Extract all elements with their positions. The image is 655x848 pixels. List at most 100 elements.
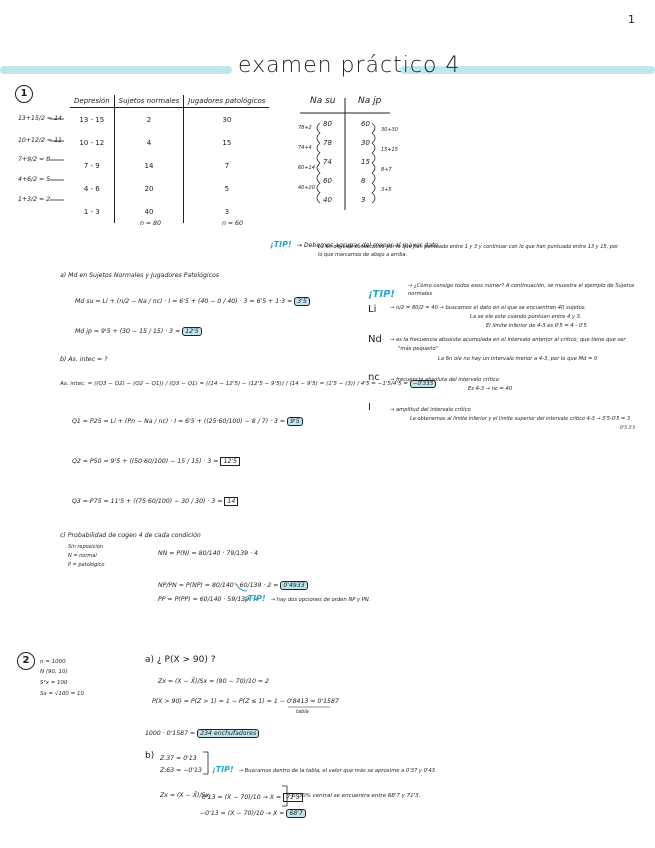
eq1-result: 71'3 [283,793,303,802]
i-text: 0'5 3'5 [620,426,636,431]
patologicos-cell: 15 [183,131,270,154]
q1-formula: Q1 = P25 = Li + (Pn − Na / nc) · I = 6'5… [72,418,288,425]
prob-np: NP/PN = P(NP) = 80/140 · 60/139 · 2 = [158,582,281,589]
interval-cell: 1 - 3 [83,207,100,216]
asymmetry-line: As. intec. = ((Q3 − Q2) − (Q2 − Q1)) / (… [60,370,437,389]
midpoint-calc: 7+9/2 = 8 [18,156,51,163]
tip-como-text: → ¿Cómo consigo todos esos numer? A cont… [408,283,635,297]
tip-text: → hay dos opciones de orden NP y PN. [270,597,371,603]
part-b-heading: b) As. intec = ? [60,356,108,363]
tip-agrupar: ¡TIP! → Debemos agrupar del menor al may… [270,232,438,251]
cum-su-value: 60 [323,177,332,185]
ex2-a-result-line: 1000 · 0'1587 = 234 enchufadores [145,720,260,739]
table-row: 1 - 3 40 3 [70,200,270,223]
cum-jp-note: 8+7 [381,167,392,173]
condition-line: Sin reposición [68,544,104,550]
md-jp-line: Md jp = 9'5 + (30 − 15 / 15) · 3 = 12'5 [75,318,202,337]
tip-label: ¡TIP! [212,765,234,774]
patologicos-cell: 30 [183,107,270,131]
asymmetry-formula: As. intec. = ((Q3 − Q2) − (Q2 − Q1)) / (… [60,381,410,387]
ex2-a-heading: a) ¿ P(X > 90) ? [145,655,216,665]
nc-text: → frecuencia absoluta del intervalo crít… [390,377,499,383]
header-na-jp: Na jp [358,96,382,106]
title-band-left [0,66,232,74]
tip-label: ¡TIP! [368,289,395,300]
asymmetry-result: −0'333 [409,380,437,388]
tip-label: ¡TIP! [270,240,292,249]
exercise-1-number: 1 [15,85,33,103]
eq1-line: 0'13 = (X − 70)/10 → X = 71'3 [202,784,303,803]
n-patologicos: n = 60 [222,220,243,227]
q3-formula: Q3 = P75 = 11'5 + ((75·60/100) − 30 / 30… [72,498,225,505]
table-row: 13 - 15 2 30 [70,107,270,131]
cum-su-value: 80 [323,120,332,128]
md-su-formula: Md su = Li + (n/2 − Na / nc) · I = 6'5 +… [75,298,295,305]
i-label: I [368,402,371,413]
li-label: Li [368,304,377,315]
header-normales: Sujetos normales [113,95,184,108]
z-bottom: Z.63 = −0'13 [160,767,202,774]
cum-su-value: 74 [323,158,332,166]
md-jp-formula: Md jp = 9'5 + (30 − 15 / 15) · 3 = [75,328,183,335]
given-value: Sx = √100 = 10 [40,691,84,697]
condition-line: P = patológico [68,562,105,568]
frequency-table: Depresión Sujetos normales Jugadores pat… [70,95,270,223]
md-su-line: Md su = Li + (n/2 − Na / nc) · I = 6'5 +… [75,288,310,307]
cum-jp-value: 8 [361,177,366,185]
midpoint-calc: 13+15/2 = 14 [18,115,62,122]
z-calc: Zx = (X − X̄)/Sx = (90 − 70)/10 = 2 [158,678,269,685]
nd-text: → es la frecuencia absoluta acumulada en… [390,337,626,343]
given-value: S²x = 100 [40,680,68,686]
midpoint-calc: 1+3/2 = 2 [18,196,51,203]
ex2-a-result: 234 enchufadores [197,729,260,738]
cum-jp-value: 15 [361,158,370,166]
normales-cell: 14 [113,154,184,177]
interval-cell: 13 - 15 [79,115,105,124]
cum-su-value: 40 [323,196,332,204]
page-number: 1 [628,13,635,26]
conclusion: El 30% central se encuentra entre 68'7 y… [292,793,421,799]
tip-orden: ¡TIP! → hay dos opciones de orden NP y P… [244,586,370,605]
li-text: La se ele este cuando puntúan entre 4 y … [470,314,582,320]
cum-jp-note: 3+5 [381,187,392,193]
q2-formula: Q2 = P50 = 9'5 + ((50·60/100) − 15 / 15)… [72,458,221,465]
normales-cell: 20 [113,177,184,200]
interval-cell: 10 - 12 [79,138,105,147]
n-normales: n = 80 [140,220,161,227]
tip-como: ¡TIP! [368,282,395,301]
interval-cell: 7 - 9 [83,161,100,170]
prob-np-line: NP/PN = P(NP) = 80/140 · 60/139 · 2 = 0'… [158,572,308,591]
eq2: −0'13 = (X − 70)/10 → X = [200,810,287,817]
normales-cell: 40 [113,200,184,223]
cum-su-note: 40+20 [298,185,315,191]
midpoint-calc: 4+6/2 = 5 [18,176,51,183]
normales-cell: 2 [113,107,184,131]
cum-su-value: 78 [323,139,332,147]
part-c-heading: c) Probabilidad de cogen 4 de cada condi… [60,532,201,539]
q2-result: 12'5 [220,457,240,466]
nc-label: nc [368,372,380,383]
exercise-2-number: 2 [17,652,35,670]
tip-text: → Buscamos dentro de la tabla, el valor … [238,768,437,774]
nd-label: Nd [368,334,382,345]
cum-su-note: 60+14 [298,165,315,171]
interval-cell: 4 - 6 [83,184,100,193]
i-text: → amplitud del intervalo crítico [390,407,471,413]
md-su-result: 3'5 [294,297,310,306]
patologicos-cell: 7 [183,154,270,177]
ex2-a-result-text: 1000 · 0'1587 = [145,730,198,737]
eq1: 0'13 = (X − 70)/10 → X = [202,794,284,801]
header-patologicos: Jugadores patológicos [183,95,270,108]
header-na-su: Na su [310,96,336,106]
cum-su-note: 78+2 [298,125,312,131]
q1-line: Q1 = P25 = Li + (Pn − Na / nc) · I = 6'5… [72,408,303,427]
prob-pp: PP = P(PP) = 60/140 · 59/139 · 4 [158,596,259,603]
zx-formula: Zx = (X − X̄)/Sx [160,792,210,799]
table-row: 10 - 12 4 15 [70,131,270,154]
given-value: n = 1000 [40,659,66,665]
table-row: 7 - 9 14 7 [70,154,270,177]
nd-text: "más pequeño" [398,346,439,352]
prob-nn: NN = P(N) = 80/140 · 79/139 · 4 [158,550,258,557]
eq2-line: −0'13 = (X − 70)/10 → X = 68'7 [200,800,306,819]
cum-jp-note: 30+30 [381,127,398,133]
